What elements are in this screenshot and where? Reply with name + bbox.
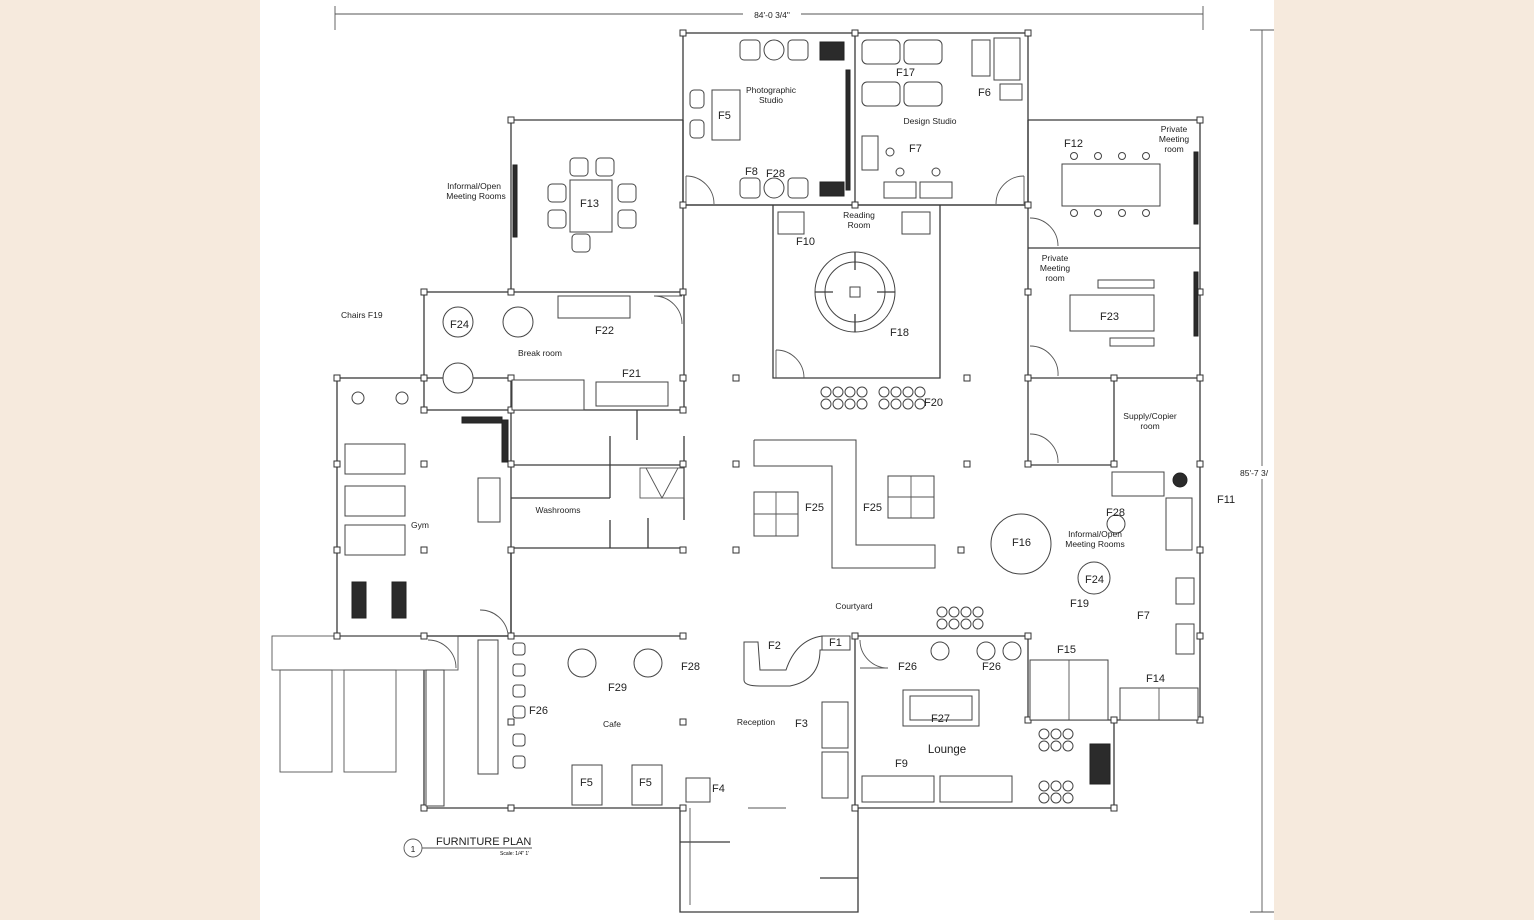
structural-columns	[333, 29, 1204, 812]
tag-f27: F27	[931, 713, 950, 725]
floor-plan: 84'-0 3/4" 85'-7 3/	[271, 6, 1274, 913]
room-label-courtyard: Courtyard	[835, 601, 873, 611]
room-label-cafe: Cafe	[603, 719, 621, 729]
tag-f28-photo: F28	[766, 168, 785, 180]
tag-f5-photo: F5	[718, 110, 731, 122]
tag-f28-cafe: F28	[681, 661, 700, 673]
room-label-lounge: Lounge	[928, 744, 966, 756]
room-label-gym: Gym	[411, 520, 429, 530]
tag-f16: F16	[1012, 537, 1031, 549]
tag-f19: F19	[1070, 598, 1089, 610]
tag-f24-break: F24	[450, 319, 469, 331]
tag-f9: F9	[895, 758, 908, 770]
lounge-furniture	[861, 641, 1199, 804]
doors	[427, 175, 1059, 669]
walls	[271, 32, 1201, 913]
tag-f28-informal: F28	[1106, 507, 1125, 519]
tag-f26-cafe: F26	[529, 705, 548, 717]
tag-f5-cafe-a: F5	[580, 777, 593, 789]
wall-screens	[461, 41, 1199, 463]
room-label-break: Break room	[518, 348, 562, 358]
tag-f26-lounge-b: F26	[982, 661, 1001, 673]
tag-f25-b: F25	[863, 502, 882, 514]
tag-f20: F20	[924, 397, 943, 409]
title-number: 1	[411, 844, 416, 854]
reception-furniture	[685, 635, 851, 809]
title-text: FURNITURE PLAN	[436, 836, 531, 848]
f18-round-reading-table	[777, 211, 931, 333]
room-label-washrooms: Washrooms	[535, 505, 580, 515]
tag-f15: F15	[1057, 644, 1076, 656]
tag-f21: F21	[622, 368, 641, 380]
tag-f24-informal: F24	[1085, 574, 1104, 586]
tag-f18: F18	[890, 327, 909, 339]
break-room-furniture	[442, 295, 669, 411]
tag-f26-lounge-a: F26	[898, 661, 917, 673]
tag-f8: F8	[745, 166, 758, 178]
tag-f6: F6	[978, 87, 991, 99]
width-dimension-text: 84'-0 3/4"	[754, 10, 790, 20]
tag-f25-a: F25	[805, 502, 824, 514]
cafe-furniture	[425, 639, 663, 807]
tag-f11: F11	[1217, 494, 1235, 506]
f12-conference-table	[1061, 152, 1161, 217]
tag-f22: F22	[595, 325, 614, 337]
room-label-reception: Reception	[737, 717, 776, 727]
tag-f2: F2	[768, 640, 781, 652]
tag-f17: F17	[896, 67, 915, 79]
photo-studio-furniture	[689, 39, 809, 199]
tag-f1: F1	[829, 637, 842, 649]
tag-f5-cafe-b: F5	[639, 777, 652, 789]
f23-meeting-table	[1069, 279, 1155, 347]
tag-f10: F10	[796, 236, 815, 248]
tag-f19-chairs: Chairs F19	[341, 310, 383, 320]
tag-f14: F14	[1146, 673, 1165, 685]
tag-f3: F3	[795, 718, 808, 730]
tag-f12: F12	[1064, 138, 1083, 150]
title-scale: Scale: 1/4" 1'	[500, 851, 529, 857]
furniture-tags: F5 F17 F6 F7 F8 F28 F12 F13 F10 F18 F23 …	[341, 67, 1235, 795]
drawing-sheet: 84'-0 3/4" 85'-7 3/	[260, 0, 1274, 920]
height-dimension-text: 85'-7 3/	[1240, 468, 1269, 478]
tag-f7-right: F7	[1137, 610, 1150, 622]
tag-f23: F23	[1100, 311, 1119, 323]
f13-table-set	[547, 157, 637, 253]
design-studio-furniture	[861, 37, 1023, 199]
tag-f7-design: F7	[909, 143, 922, 155]
gym-equipment	[344, 391, 501, 619]
tag-f4: F4	[712, 783, 725, 795]
room-label-design-studio: Design Studio	[904, 116, 957, 126]
tag-f13: F13	[580, 198, 599, 210]
courtyard-furniture	[753, 386, 1052, 630]
tag-f29: F29	[608, 682, 627, 694]
right-informal-furniture	[1077, 471, 1195, 655]
title-block	[403, 838, 532, 858]
